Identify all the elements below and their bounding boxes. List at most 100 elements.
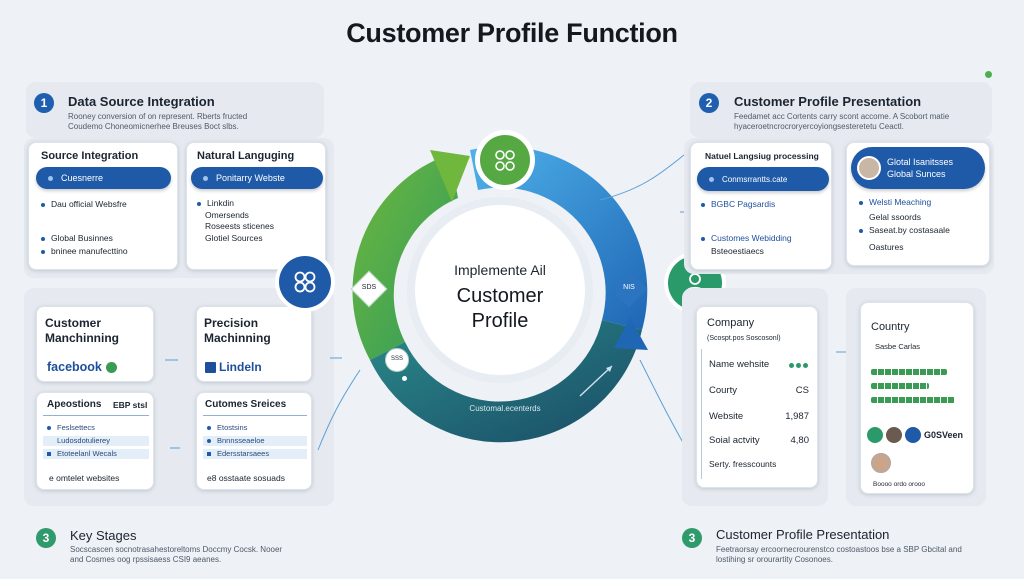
section-3-desc-line1: Socscascen socnotrasahestoreltoms Doccmy… xyxy=(70,545,283,554)
pill-dot xyxy=(203,175,208,181)
country-bar xyxy=(871,397,955,403)
step-number-3: 3 xyxy=(36,528,56,548)
inner-arrow xyxy=(579,365,613,397)
center-line2: Customer xyxy=(456,285,544,307)
company-card: Company (Scospt.pos Soscosonl) Name wehs… xyxy=(696,306,818,488)
company-row-label: Courty xyxy=(709,385,737,396)
list-item: Dau official Websfre xyxy=(41,199,127,210)
process-ring xyxy=(352,146,648,443)
nodes-icon xyxy=(279,256,331,308)
table-row: Feslsettecs xyxy=(43,423,149,433)
section-2-title: Customer Profile Presentation xyxy=(734,94,922,109)
customer-services-footer: e8 osstaate sosuads xyxy=(207,473,285,483)
apeostions-card: Apeostions EBP stsl Feslsettecs Ludosdot… xyxy=(36,392,154,490)
section-2-panel xyxy=(690,82,992,138)
section-2-desc-line1: Feedamet acc Cortents carry scont accome… xyxy=(734,112,950,121)
natural-language-pill[interactable]: Ponitarry Webste xyxy=(191,167,323,189)
section-2-desc-line2: hyaceroetncrocroryercoyiongsesteretetu C… xyxy=(734,122,904,131)
inner-arrow-head xyxy=(606,366,612,372)
country-footer: Boooo ordo orooo xyxy=(873,481,926,488)
precision-machining-heading-line2: Machinning xyxy=(204,331,271,345)
facebook-badge-icon xyxy=(105,361,117,373)
network-icon xyxy=(480,135,530,185)
precision-machining-card: Precision Machinning Lindeln xyxy=(196,306,312,382)
customer-services-heading: Cutomes Sreices xyxy=(205,399,287,410)
table-row: Bnnnsseaeloe xyxy=(203,436,307,446)
natural-language-card: Natural Languging Ponitarry Webste Linkd… xyxy=(186,142,326,270)
pill-label: Ponitarry Webste xyxy=(216,173,285,183)
table-row: Ludosdotulierey xyxy=(43,436,149,446)
pill-label: Cuesnerre xyxy=(61,173,104,183)
company-row-label: Serty. fresscounts xyxy=(709,459,777,469)
company-heading: Company xyxy=(707,317,755,329)
table-row: Etoteelanl Wecals xyxy=(43,449,149,459)
section-1-desc-line1: Rooney conversion of on represent. Rbert… xyxy=(68,112,248,121)
apeostions-tag: EBP stsl xyxy=(113,400,148,410)
customer-machining-card: Customer Manchinning facebook xyxy=(36,306,154,382)
facebook-logo: facebook xyxy=(47,360,117,374)
precision-machining-heading-line1: Precision xyxy=(204,316,259,330)
company-row-label: Name wehsite xyxy=(709,359,770,370)
arc-label: Customal.ecenterds xyxy=(469,404,541,413)
customer-machining-heading-line1: Customer xyxy=(45,316,102,330)
ring-segment-blue xyxy=(470,146,648,330)
ring-segment-teal xyxy=(370,320,642,443)
list-item: Saseat.by costasaale xyxy=(859,225,950,236)
company-row-value: 4,80 xyxy=(790,435,810,446)
list-item: Linkdin xyxy=(197,198,234,209)
facebook-wordmark: facebook xyxy=(47,360,102,374)
linkedin-icon xyxy=(205,361,216,373)
blue-social-icon xyxy=(905,427,921,443)
list-item: Global Businnes xyxy=(41,233,113,244)
customer-machining-heading-line2: Manchinning xyxy=(45,331,119,345)
apeostions-footer: e omtelet websites xyxy=(49,473,120,483)
source-node[interactable] xyxy=(275,252,335,312)
table-row: Edersstarsaees xyxy=(203,449,307,459)
country-card: Country Sasbe Carlas G0SVeen Boooo ordo … xyxy=(860,302,974,494)
section-4-title: Customer Profile Presentation xyxy=(716,527,890,542)
green-social-icon xyxy=(867,427,883,443)
section-3-title: Key Stages xyxy=(70,528,137,543)
pill-dot xyxy=(48,175,53,181)
divider xyxy=(43,415,149,416)
country-sub: Sasbe Carlas xyxy=(875,342,921,351)
arrow-head-green xyxy=(430,150,470,202)
company-divider-axis xyxy=(701,349,702,479)
list-item: Glotiel Sources xyxy=(205,233,263,243)
global-sources-line1: Glotal Isanitsses xyxy=(887,157,954,167)
section-4-desc-line1: Feetraorsay ercoornecrourenstco costoast… xyxy=(716,545,962,554)
country-heading: Country xyxy=(871,321,910,333)
section-3-desc-line2: and Cosmes oog rpssisaess CSI9 aeanes. xyxy=(70,555,222,564)
table-row: Etostsins xyxy=(203,423,307,433)
section-1-title: Data Source Integration xyxy=(68,94,215,109)
list-item: Omersends xyxy=(205,210,249,220)
pill-dot xyxy=(709,176,714,182)
company-sub: (Scospt.pos Soscosonl) xyxy=(707,335,781,342)
tag-bottom-dot xyxy=(402,376,407,381)
country-bar xyxy=(871,369,947,375)
company-row-dots xyxy=(789,363,808,368)
nlp-processing-pill[interactable]: Conmsrrantts.cate xyxy=(697,167,829,191)
country-bar xyxy=(871,383,929,389)
page-title: Customer Profile Function xyxy=(346,18,678,48)
integration-node[interactable] xyxy=(475,130,535,190)
center-circle-inner xyxy=(415,205,585,375)
divider xyxy=(203,415,307,416)
company-row-value: 1,987 xyxy=(785,411,809,422)
section-4-desc-line2: lostihing sr orourartity Cosonoes. xyxy=(716,555,833,564)
list-item: Customes Webidding xyxy=(701,233,792,244)
natural-language-heading: Natural Languging xyxy=(197,150,295,162)
avatar xyxy=(871,453,891,473)
tag-bottom-circle xyxy=(385,348,409,372)
source-integration-pill[interactable]: Cuesnerre xyxy=(36,167,171,189)
tag-right-label: NIS xyxy=(623,284,635,291)
avatar xyxy=(857,156,881,180)
list-item: BGBC Pagsardis xyxy=(701,199,775,210)
status-dot xyxy=(985,71,992,78)
company-row-label: Soial actvity xyxy=(709,435,760,446)
source-integration-heading: Source Integration xyxy=(41,150,139,162)
customer-services-card: Cutomes Sreices Etostsins Bnnnsseaeloe E… xyxy=(196,392,312,490)
step-number-2: 2 xyxy=(699,93,719,113)
list-item: Welsti Meaching xyxy=(859,197,931,208)
